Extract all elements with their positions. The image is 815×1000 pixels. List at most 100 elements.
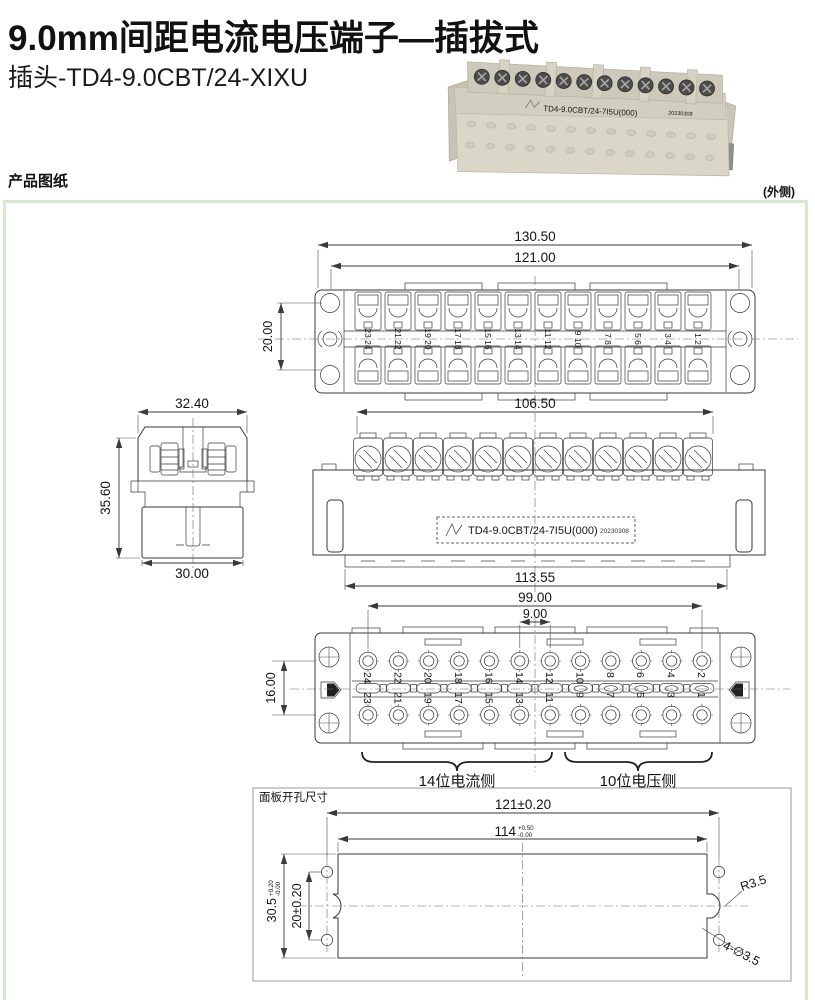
pin-number-top: 14: [513, 672, 525, 684]
pin: [510, 651, 529, 671]
terminal-cell-lower: [474, 345, 502, 385]
contact-link: [689, 683, 715, 694]
side-view-drawing: 32.40 35.60 30.00: [98, 396, 255, 581]
pin: [419, 651, 438, 671]
photo-marking-right: 20230308: [668, 111, 693, 118]
pin: [692, 705, 712, 725]
terminal-cell-lower: [354, 345, 382, 385]
pin: [571, 705, 590, 725]
terminal-cell-lower: [564, 345, 592, 385]
dim-cutout-height-tol-lower: -0.00: [275, 881, 282, 896]
pin-number-top: 10: [574, 672, 586, 684]
photo-screw-slot: [599, 78, 610, 88]
pin: [449, 651, 469, 671]
pin: [510, 705, 529, 725]
photo-contact-hole: [606, 128, 617, 135]
pin-number-top: 4: [665, 672, 677, 678]
terminal-cell-upper: [414, 291, 442, 331]
photo-contact-hole: [625, 150, 635, 157]
terminal-cell-upper: [504, 291, 532, 331]
photo-contact-hole: [466, 121, 477, 128]
terminal-cell-lower: [444, 345, 472, 385]
photo-contact-holes: [465, 121, 716, 161]
terminal-cell-upper: [384, 291, 412, 331]
keying-pentagon-right: [728, 681, 750, 699]
page-title: 9.0mm间距电流电压端子—插拔式: [8, 19, 539, 58]
keying-pentagon-left-fill: [327, 683, 340, 697]
dim-cutout-width-tol-lower: -0.00: [518, 832, 533, 839]
left-group-label: 14位电流侧: [419, 773, 496, 790]
pin-number-bottom: 7: [604, 692, 616, 698]
pin: [662, 651, 681, 671]
photo-contact-hole: [506, 123, 517, 130]
photo-contact-hole: [646, 130, 656, 137]
pin-number-top: 8: [604, 672, 616, 678]
terminal-cell-lower: [624, 345, 652, 385]
photo-contact-hole: [686, 132, 696, 139]
photo-screw-slot: [538, 75, 548, 85]
photo-contact-hole: [586, 127, 597, 134]
photo-contact-hole: [525, 145, 536, 152]
photo-screw-slot: [620, 79, 630, 89]
panel-section-label: 面板开孔尺寸: [259, 790, 328, 804]
photo-contact-hole: [585, 148, 595, 155]
terminal-pair-label: 1 2: [693, 333, 703, 345]
brace-left: [361, 751, 553, 772]
dim-inner-width: 121.00: [514, 250, 555, 265]
terminal-cell-upper: [354, 291, 382, 331]
pin: [601, 651, 621, 671]
screw-head: [654, 445, 682, 473]
photo-contact-hole: [546, 125, 557, 132]
brace-right: [564, 751, 713, 772]
pin-number-bottom: 11: [543, 692, 555, 703]
photo-screw-slot: [681, 82, 692, 93]
holes-label: 4-∅3.5: [721, 938, 762, 968]
pin: [449, 705, 469, 725]
corner-radius-label: R3.5: [739, 872, 768, 893]
dim-hole-span: 121±0.20: [495, 797, 551, 812]
pin-view-end-features: [318, 646, 752, 734]
terminal-cell-lower: [414, 345, 442, 385]
pin: [692, 651, 712, 671]
section-header-product-drawing: 产品图纸: [8, 173, 69, 190]
pin-number-top: 6: [634, 672, 646, 678]
keying-pentagon-right-fill: [730, 683, 743, 697]
photo-screw-slot: [518, 74, 528, 84]
pin-number-top: 18: [452, 672, 464, 684]
terminal-cell-upper: [474, 291, 502, 331]
dim-side-height: 35.60: [98, 481, 113, 515]
dim-pin-span: 99.00: [518, 590, 552, 605]
screw-head: [594, 445, 622, 473]
side-screw-left: [149, 442, 185, 476]
screw-head: [354, 445, 382, 473]
contact-strip: [355, 683, 715, 694]
terminal-cell-upper: [594, 291, 622, 331]
pin: [480, 651, 499, 671]
marking-box: [436, 516, 636, 544]
front-marking: TD4-9.0CBT/24-7I5U(000): [468, 525, 598, 537]
photo-screw-slot: [558, 76, 569, 86]
panel-cutout-outline: [332, 853, 721, 959]
screw-head: [384, 445, 412, 473]
photo-contact-hole: [685, 153, 695, 160]
pin: [632, 651, 651, 671]
dim-front-top: 106.50: [514, 396, 555, 411]
outer-side-note: (外侧): [763, 185, 795, 199]
dim-screw-span: 20.00: [261, 321, 275, 352]
pin-number-top: 16: [482, 672, 494, 684]
terminal-pair-label: 7 8: [603, 333, 613, 345]
pin: [389, 651, 408, 671]
keying-pentagon-left: [320, 681, 342, 699]
pin: [541, 651, 560, 671]
dim-overall-width: 130.50: [514, 229, 555, 244]
dim-row-span: 16.00: [264, 672, 278, 703]
photo-contact-hole: [706, 133, 716, 140]
dim-cutout-width: 114: [494, 824, 516, 839]
mount-hole: [320, 365, 340, 385]
pin: [571, 651, 590, 671]
pin-number-bottom: 13: [513, 692, 525, 704]
photo-contact-hole: [505, 144, 516, 151]
